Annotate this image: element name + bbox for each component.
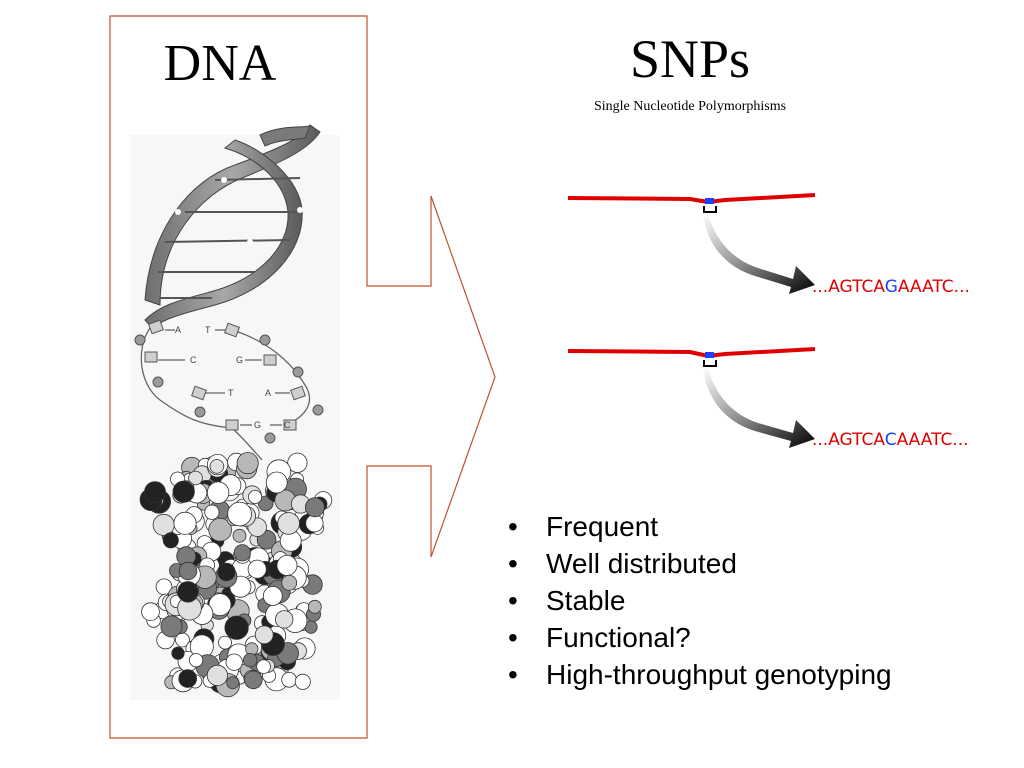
atom — [236, 452, 259, 475]
atom — [141, 602, 160, 621]
base-pair-nodes — [144, 319, 306, 431]
phosphate-nodes — [134, 334, 324, 444]
snp-marker-2 — [705, 352, 714, 358]
bullet-text: Well distributed — [546, 548, 737, 579]
atom — [256, 659, 271, 674]
atom — [226, 676, 240, 690]
bullet-text: Stable — [546, 585, 626, 616]
bullet-item: • Frequent — [506, 508, 892, 545]
bullet-item: • Stable — [506, 582, 892, 619]
space-filling-model — [139, 452, 333, 698]
atom — [242, 653, 258, 668]
atom — [209, 459, 225, 474]
snp-marker-1 — [705, 198, 714, 204]
sequence-2-prefix: ...AGTCA — [812, 430, 885, 450]
bullet-text: Frequent — [546, 511, 659, 542]
snp-strand-1 — [567, 193, 816, 294]
atom — [206, 481, 230, 504]
atom — [217, 562, 236, 582]
snp-strand-2 — [567, 347, 816, 448]
atom — [178, 669, 198, 688]
sequence-1-snp: G — [884, 277, 898, 297]
helix-ribbon-illustration — [144, 124, 321, 329]
sequence-2-snp: C — [884, 430, 897, 450]
atom — [294, 673, 311, 690]
atom — [171, 646, 185, 660]
sequence-2-suffix: AAATC... — [896, 430, 969, 450]
dna-panel-arrow-outline — [109, 15, 496, 739]
bullet-marker: • — [508, 659, 518, 690]
dna-strand-1 — [567, 193, 816, 205]
bullet-item: • High-throughput genotyping — [506, 656, 892, 693]
atom — [227, 501, 252, 527]
atom — [204, 504, 220, 520]
atom — [257, 495, 274, 512]
bullet-text: High-throughput genotyping — [546, 659, 892, 690]
atom — [233, 544, 251, 562]
bullet-marker: • — [508, 511, 518, 542]
atom — [144, 481, 166, 504]
bullet-text: Functional? — [546, 622, 691, 653]
atom — [262, 586, 283, 606]
dna-title: DNA — [163, 35, 277, 92]
atom — [247, 559, 267, 579]
atom — [232, 528, 247, 543]
atom — [173, 511, 197, 535]
atom — [160, 615, 183, 638]
zoom-arrow-2 — [703, 368, 815, 448]
snp-bracket-1 — [703, 206, 717, 213]
atom — [248, 489, 263, 504]
atom — [281, 671, 297, 688]
snp-properties-list: • Frequent • Well distributed • Stable • Fun… — [506, 508, 892, 693]
zoom-arrow-1 — [703, 214, 815, 294]
atom — [275, 610, 294, 629]
atom — [208, 517, 232, 542]
atom — [177, 581, 199, 603]
sequence-2: ...AGTCACAAATC... — [812, 430, 969, 450]
dna-strand-2 — [567, 347, 816, 359]
atom — [162, 532, 179, 549]
atom — [208, 593, 232, 616]
atom — [265, 471, 288, 494]
atom — [281, 574, 298, 591]
atom — [178, 561, 198, 581]
atom — [277, 512, 300, 535]
bullet-marker: • — [508, 548, 518, 579]
atom — [287, 452, 308, 473]
snps-subtitle: Single Nucleotide Polymorphisms — [593, 99, 787, 114]
bullet-marker: • — [508, 585, 518, 616]
atom — [218, 635, 232, 650]
atom — [304, 497, 325, 518]
sequence-1-prefix: ...AGTCA — [812, 277, 885, 297]
atom — [206, 664, 228, 687]
atom — [225, 653, 243, 671]
sequence-1: ...AGTCAGAAATC... — [812, 277, 970, 297]
atom — [188, 470, 203, 486]
atom — [244, 670, 263, 690]
sequence-1-suffix: AAATC... — [897, 277, 970, 297]
atom — [172, 480, 195, 503]
bullet-item: • Well distributed — [506, 545, 892, 582]
bullet-item: • Functional? — [506, 619, 892, 656]
atom — [189, 653, 204, 668]
atom — [224, 615, 249, 640]
snps-title: SNPs — [629, 29, 751, 89]
bullet-marker: • — [508, 622, 518, 653]
atom — [276, 555, 298, 576]
base-pair-ladder — [140, 327, 311, 461]
atom — [254, 625, 274, 645]
snp-bracket-2 — [703, 360, 717, 367]
atom — [307, 599, 322, 614]
